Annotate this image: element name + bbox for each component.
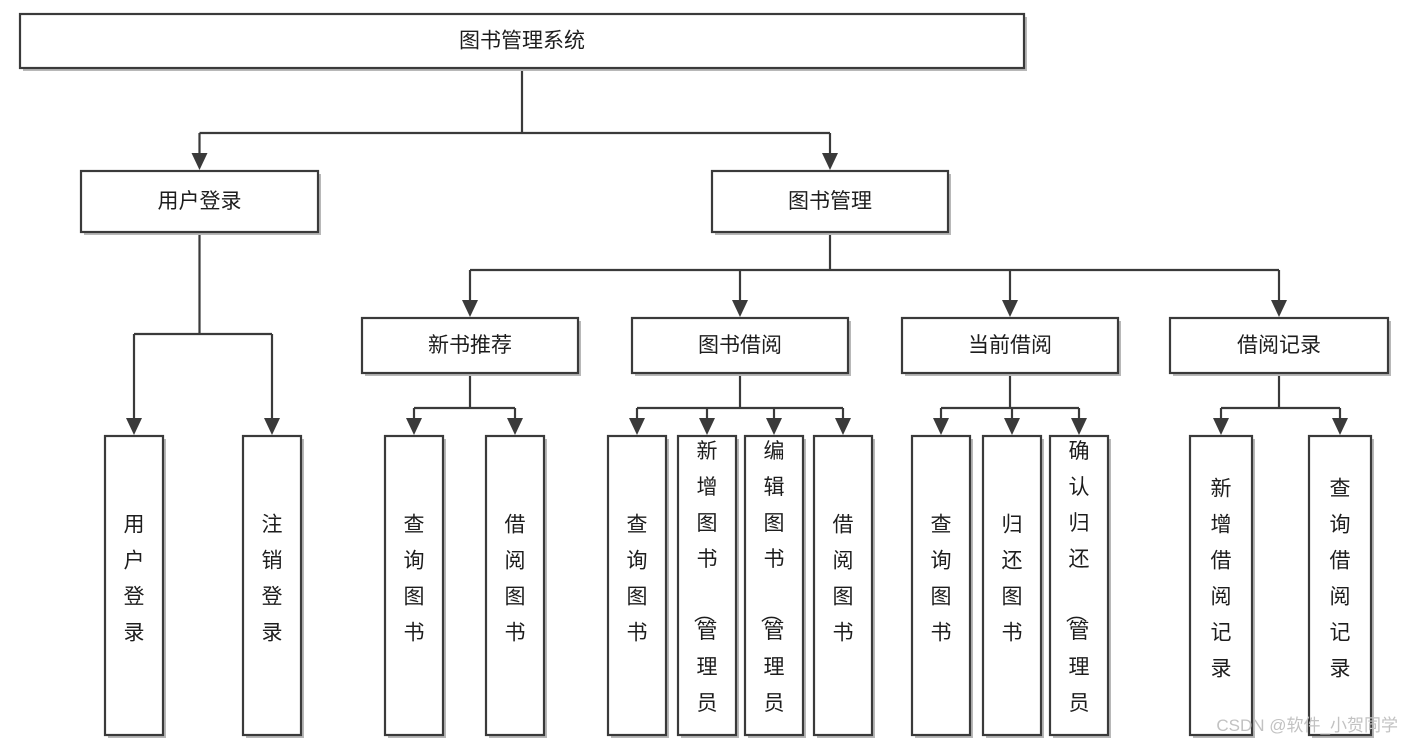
node-label: 用户登录 bbox=[158, 190, 242, 213]
node-label: 图书管理 bbox=[788, 190, 872, 213]
node-label: 归还图书 bbox=[1002, 514, 1023, 645]
node-label: 新书推荐 bbox=[428, 334, 512, 357]
arrow-head-icon bbox=[699, 418, 715, 435]
node-l2-record[interactable]: 借阅记录 bbox=[1168, 316, 1391, 376]
node-leaf-user-login[interactable]: 用户登录 bbox=[103, 434, 166, 738]
node-rect[interactable] bbox=[743, 434, 805, 737]
node-label: 注销登录 bbox=[262, 514, 283, 645]
edge-group-l2_borrow bbox=[629, 373, 851, 435]
edge-group-l2_record bbox=[1213, 373, 1348, 435]
node-rect[interactable] bbox=[360, 316, 580, 375]
node-label: 新增借阅记录 bbox=[1211, 478, 1232, 681]
node-label: 用户登录 bbox=[124, 514, 145, 645]
node-rect[interactable] bbox=[241, 434, 303, 737]
node-rect[interactable] bbox=[1188, 434, 1254, 737]
csdn-watermark: CSDN @软件_小贺同学 bbox=[1216, 716, 1398, 735]
node-label: 借阅记录 bbox=[1237, 334, 1321, 357]
arrow-head-icon bbox=[1002, 300, 1018, 317]
node-rect[interactable] bbox=[103, 434, 165, 737]
node-leaf-nb-query[interactable]: 查询图书 bbox=[383, 434, 446, 738]
node-rect[interactable] bbox=[1168, 316, 1390, 375]
node-rect[interactable] bbox=[630, 316, 850, 375]
edge-group-l1_book_mgmt bbox=[462, 232, 1287, 317]
node-rect[interactable] bbox=[910, 434, 972, 737]
node-rect[interactable] bbox=[981, 434, 1043, 737]
node-leaf-logout[interactable]: 注销登录 bbox=[241, 434, 304, 738]
arrow-head-icon bbox=[1004, 418, 1020, 435]
node-rect[interactable] bbox=[710, 169, 950, 234]
node-label: 借阅图书 bbox=[833, 514, 854, 645]
arrow-head-icon bbox=[933, 418, 949, 435]
node-leaf-cb-query[interactable]: 查询图书 bbox=[910, 434, 973, 738]
arrow-head-icon bbox=[629, 418, 645, 435]
node-leaf-nb-borrow[interactable]: 借阅图书 bbox=[484, 434, 547, 738]
arrow-head-icon bbox=[126, 418, 142, 435]
arrow-head-icon bbox=[1332, 418, 1348, 435]
node-rect[interactable] bbox=[79, 169, 320, 234]
node-leaf-cb-return[interactable]: 归还图书 bbox=[981, 434, 1044, 738]
node-rect[interactable] bbox=[484, 434, 546, 737]
node-rect[interactable] bbox=[18, 12, 1026, 70]
node-leaf-bb-query[interactable]: 查询图书 bbox=[606, 434, 669, 738]
node-label: 查询图书 bbox=[404, 514, 425, 645]
edge-group-l1_user_login bbox=[126, 232, 280, 435]
node-leaf-cb-confirm[interactable]: 确认归还（管理员） bbox=[1048, 434, 1111, 747]
node-l2-current[interactable]: 当前借阅 bbox=[900, 316, 1121, 376]
node-label: 查询借阅记录 bbox=[1330, 478, 1351, 681]
node-leaf-bb-add[interactable]: 新增图书（管理员） bbox=[676, 434, 739, 747]
node-rect[interactable] bbox=[383, 434, 445, 737]
node-label: 图书借阅 bbox=[698, 334, 782, 357]
arrow-head-icon bbox=[191, 153, 208, 170]
arrow-head-icon bbox=[264, 418, 280, 435]
arrow-head-icon bbox=[406, 418, 422, 435]
arrow-head-icon bbox=[462, 300, 478, 317]
node-rect[interactable] bbox=[900, 316, 1120, 375]
node-label: 新增图书（管理员） bbox=[692, 440, 718, 747]
node-l2-borrow[interactable]: 图书借阅 bbox=[630, 316, 851, 376]
node-leaf-bb-edit[interactable]: 编辑图书（管理员） bbox=[743, 434, 806, 747]
node-label: 借阅图书 bbox=[505, 514, 526, 645]
arrow-head-icon bbox=[766, 418, 782, 435]
node-label: 查询图书 bbox=[931, 514, 952, 645]
edge-group-root bbox=[191, 68, 838, 170]
node-label: 编辑图书（管理员） bbox=[759, 440, 785, 747]
nodes-layer: 图书管理系统用户登录图书管理新书推荐图书借阅当前借阅借阅记录用户登录注销登录查询… bbox=[18, 12, 1391, 747]
node-root[interactable]: 图书管理系统 bbox=[18, 12, 1027, 71]
node-rect[interactable] bbox=[812, 434, 874, 737]
arrow-head-icon bbox=[835, 418, 851, 435]
edge-group-l2_new_book bbox=[406, 373, 523, 435]
node-label: 当前借阅 bbox=[968, 334, 1052, 357]
node-rect[interactable] bbox=[1048, 434, 1110, 737]
arrow-head-icon bbox=[507, 418, 523, 435]
edges-layer bbox=[126, 68, 1348, 435]
arrow-head-icon bbox=[822, 153, 838, 170]
arrow-head-icon bbox=[732, 300, 748, 317]
arrow-head-icon bbox=[1213, 418, 1229, 435]
node-rect[interactable] bbox=[676, 434, 738, 737]
node-leaf-rec-query[interactable]: 查询借阅记录 bbox=[1307, 434, 1374, 738]
node-l2-new-book[interactable]: 新书推荐 bbox=[360, 316, 581, 376]
node-rect[interactable] bbox=[606, 434, 668, 737]
node-rect[interactable] bbox=[1307, 434, 1373, 737]
node-leaf-rec-add[interactable]: 新增借阅记录 bbox=[1188, 434, 1255, 738]
node-label: 查询图书 bbox=[627, 514, 648, 645]
arrow-head-icon bbox=[1071, 418, 1087, 435]
node-label: 图书管理系统 bbox=[459, 30, 585, 53]
arrow-head-icon bbox=[1271, 300, 1287, 317]
node-l1-book-mgmt[interactable]: 图书管理 bbox=[710, 169, 951, 235]
node-l1-user-login[interactable]: 用户登录 bbox=[79, 169, 321, 235]
edge-group-l2_current bbox=[933, 373, 1087, 435]
node-label: 确认归还（管理员） bbox=[1064, 440, 1090, 747]
node-leaf-bb-borrow[interactable]: 借阅图书 bbox=[812, 434, 875, 738]
